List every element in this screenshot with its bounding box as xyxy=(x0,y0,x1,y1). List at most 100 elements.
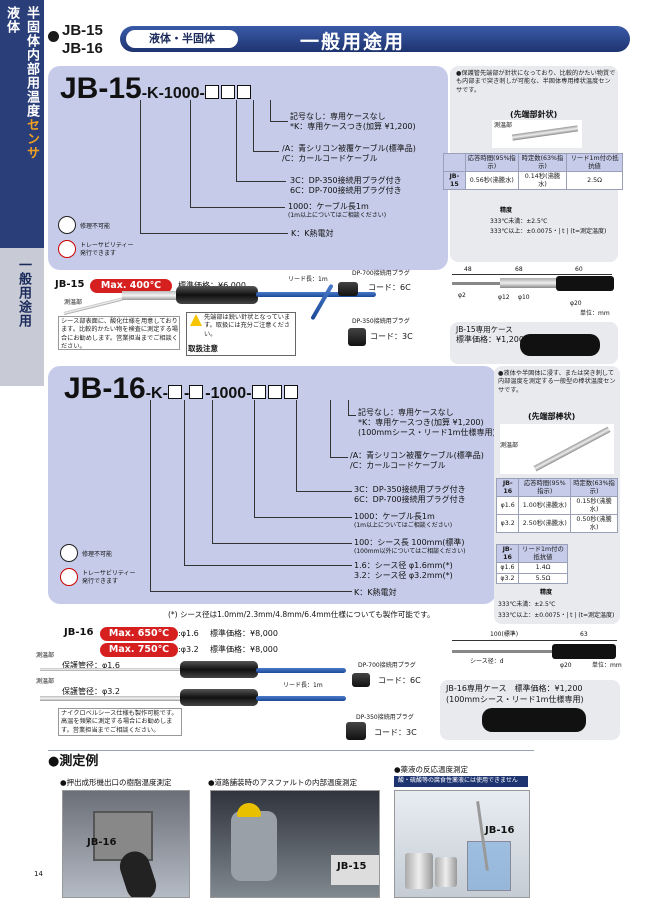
jb15-no-repair: 修理不可能 xyxy=(80,223,111,230)
jb16-plug-3c xyxy=(346,722,366,740)
jb15-handle xyxy=(176,286,258,304)
jb15-sheath-note-box xyxy=(58,316,180,350)
jb16-case-title: JB-16専用ケース 標準価格：¥1,200 xyxy=(446,684,583,693)
jb15-tip-image: 測温部 xyxy=(492,120,582,148)
jb15-accuracy-1: 333℃未満：±2.5℃ xyxy=(490,218,548,225)
jb16-dim-sheath: シース径：d xyxy=(470,658,504,665)
jb16-plug6-label: DP-700接続用プラグ xyxy=(358,662,416,669)
jb16-price-1: 標準価格：¥8,000 xyxy=(210,629,278,638)
jb15-plug-6c xyxy=(338,282,358,296)
jb15-sense-point: 測温部 xyxy=(64,299,83,306)
example-2-photo: JB-15 xyxy=(210,790,380,898)
jb16-dim-1: 100(標準) xyxy=(490,631,519,638)
page-number: 14 xyxy=(34,870,43,878)
jb15-code6: コード：6C xyxy=(368,283,411,292)
jb16-plug-6c xyxy=(352,673,370,687)
jb16-product-label: JB-16 xyxy=(64,627,94,638)
jb15-description: ●保護管先端部が針状になっており、比較的かたい物質でも内部まで突き刺しが可能な、… xyxy=(456,70,616,94)
jb15-accuracy-title: 精度 xyxy=(500,207,513,214)
jb15-caution-text: 先端部は鋭い針状となっています。取扱には充分ご注意ください。 xyxy=(204,314,291,338)
examples-title: ●測定例 xyxy=(48,754,99,769)
jb15-dim-unit: 単位：mm xyxy=(580,310,610,317)
page-title: 一般用途用 xyxy=(300,31,406,53)
jb16-code3: コード：3C xyxy=(374,728,417,737)
side-tab-dark xyxy=(0,0,44,248)
traceability-icon xyxy=(58,240,76,258)
no-repair-icon xyxy=(58,216,76,234)
jb16-plug3-label: DP-350接続用プラグ xyxy=(356,714,414,721)
jb16-model-code: JB-16-K---1000- xyxy=(64,372,300,406)
jb16-handle-2 xyxy=(180,689,258,706)
jb15-opt-case: 記号なし：専用ケースなし*K：専用ケースつき(加算 ¥1,200) xyxy=(290,112,416,131)
jb15-traceability: トレーサビリティー発行できます xyxy=(80,242,134,257)
jb16-code6: コード：6C xyxy=(378,676,421,685)
jb15-max-temp: Max. 400℃ xyxy=(90,279,172,293)
jb16-order-panel xyxy=(48,366,496,604)
traceability-icon xyxy=(60,568,78,586)
jb16-tube-1: 保護管径：φ1.6 xyxy=(62,661,120,670)
jb16-opt-sheath-length: 100：シース長 100mm(標準)(100mm以外についてはご相談ください) xyxy=(354,538,466,555)
example-1-photo: JB-16 xyxy=(62,790,190,898)
jb16-dia-1: :φ1.6 xyxy=(178,629,199,638)
jb15-accuracy-2: 333℃以上：±0.0075・| t | (t=測定温度) xyxy=(490,228,607,235)
jb15-dim-3: 60 xyxy=(575,266,583,273)
jb16-lead-length: リード長：1m xyxy=(283,682,323,689)
jb16-sheath-note: ナイクロベルシース仕様も製作可能です。高温を頻繁に測定する場合にお勧めします。営… xyxy=(61,710,178,734)
jb16-description: ●液体や半固体に浸す、または突き刺して内部温度を測定する一般型の棒状温度センサで… xyxy=(498,370,616,394)
jb15-lead-length: リード長：1m xyxy=(288,276,328,283)
jb16-opt-case: 記号なし：専用ケースなし*K：専用ケースつき(加算 ¥1,200)(100mmシ… xyxy=(358,408,496,437)
jb16-dim-phi20: φ20 xyxy=(560,662,572,669)
jb16-accuracy-2: 333℃以上：±0.0075・| t | (t=測定温度) xyxy=(498,612,615,619)
jb16-accuracy-1: 333℃未満：±2.5℃ xyxy=(498,601,556,608)
side-tab-general: 一般用途用 xyxy=(16,258,31,328)
jb16-no-repair: 修理不可能 xyxy=(82,551,113,558)
jb16-opt-thermocouple: K：K熱電対 xyxy=(354,588,397,597)
example-3-warning-bar xyxy=(394,776,528,787)
jb15-price: 標準価格：¥6,000 xyxy=(178,281,246,291)
jb16-tube-2: 保護管径：φ3.2 xyxy=(62,687,120,696)
jb16-tip-title: (先端部棒状) xyxy=(528,412,576,421)
jb16-dim-2: 63 xyxy=(580,631,588,638)
jb15-dim-phi10: φ10 xyxy=(518,294,530,301)
jb16-sense-1: 測温部 xyxy=(36,652,55,659)
jb15-opt-thermocouple: K：K熱電対 xyxy=(291,229,334,238)
jb16-max-temp-2: Max. 750℃ xyxy=(100,643,178,657)
jb15-dim-2: 68 xyxy=(515,266,523,273)
jb15-plug6-label: DP-700接続用プラグ xyxy=(352,270,410,277)
header-model-jb16: JB-16 xyxy=(62,40,103,57)
jb16-case-image xyxy=(482,708,586,732)
jb16-tip-image: 測温部 xyxy=(500,424,614,474)
jb15-dim-phi2: φ2 xyxy=(458,292,466,299)
jb16-sheath-note-box xyxy=(58,708,182,736)
jb16-traceability: トレーサビリティー発行できます xyxy=(82,570,136,585)
jb16-dim-unit: 単位：mm xyxy=(592,662,622,669)
jb15-plug3-label: DP-350接続用プラグ xyxy=(352,318,410,325)
side-tab-category: 半固体内部用温度センサ xyxy=(24,6,39,160)
jb15-dim-phi20: φ20 xyxy=(570,300,582,307)
example-3-photo: JB-16 xyxy=(394,790,530,898)
example-3-title: ●薬液の反応温度測定 xyxy=(394,765,469,774)
jb15-cable xyxy=(256,292,376,297)
header-model-jb15: JB-15 xyxy=(62,22,103,39)
jb15-case-title: JB-15専用ケース xyxy=(456,325,513,334)
jb15-sheath-note: シース部表面に、酸化仕様を用意しております。比較的かたい物を検査に測定する場合に… xyxy=(61,318,178,351)
jb15-caution-label: 取扱注意 xyxy=(188,344,218,353)
example-3-warning: 酸・硫酸等の腐食性薬液には使用できません xyxy=(398,777,518,784)
jb15-case-price: 標準価格：¥1,200 xyxy=(456,335,524,344)
no-repair-icon xyxy=(60,544,78,562)
example-2-title: ●道路舗装時のアスファルトの内部温度測定 xyxy=(208,778,358,787)
jb16-opt-length: 1000：ケーブル長1m(1m以上についてはご相談ください) xyxy=(354,512,453,529)
jb16-dia-2: :φ3.2 xyxy=(178,645,199,654)
jb16-opt-cable: /A：青シリコン被覆ケーブル(標準品)/C：カールコードケーブル xyxy=(350,451,484,470)
jb15-product-label: JB-15 xyxy=(55,279,85,290)
example-1-title: ●押出成形機出口の樹脂温度測定 xyxy=(60,778,172,787)
jb16-price-2: 標準価格：¥8,000 xyxy=(210,645,278,654)
jb16-opt-sheath-dia: 1.6：シース径 φ1.6mm(*)3.2：シース径 φ3.2mm(*) xyxy=(354,561,453,580)
jb16-accuracy-title: 精度 xyxy=(540,589,553,596)
header-category-pill: 液体・半固体 xyxy=(126,30,238,48)
